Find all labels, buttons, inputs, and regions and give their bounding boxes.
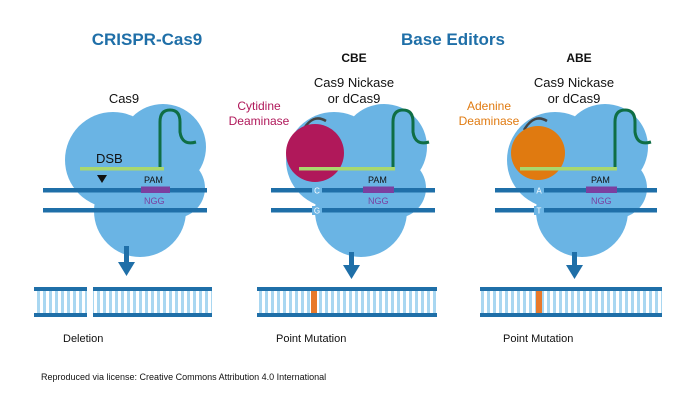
dna-top-strand — [495, 188, 657, 193]
cbe-nickase-line1: Cas9 Nickase — [314, 75, 394, 90]
base-a-label: A — [536, 187, 542, 196]
guide-rna — [158, 108, 197, 170]
guide-rna — [613, 108, 652, 170]
pam-bar — [586, 186, 617, 193]
cas9-nickase-protein — [507, 104, 648, 257]
abe-heading: ABE — [566, 51, 591, 65]
spacer-sequence — [520, 167, 617, 171]
abe-panel: Cas9 Nickase or dCas9 Adenine Deaminase … — [459, 75, 662, 345]
dna-top-strand — [43, 188, 207, 193]
ngg-label: NGG — [144, 196, 165, 206]
spacer-sequence — [299, 167, 395, 171]
dna-bottom-strand — [495, 208, 657, 213]
guide-rna — [391, 108, 430, 170]
adenine-line2: Deaminase — [459, 114, 520, 128]
base-a-box — [534, 186, 544, 195]
down-arrow-icon — [566, 252, 583, 279]
dna-top-strand — [271, 188, 435, 193]
cytidine-line1: Cytidine — [237, 99, 281, 113]
base-c-box — [312, 186, 322, 195]
dna-ladder-mutated — [257, 287, 437, 317]
adenine-line1: Adenine — [467, 99, 511, 113]
dna-ladder-cut — [34, 287, 212, 317]
base-editors-heading: Base Editors — [401, 30, 505, 49]
cas9-protein — [65, 104, 206, 257]
dsb-label: DSB — [96, 151, 123, 166]
down-arrow-icon — [118, 246, 135, 276]
pam-bar — [363, 186, 394, 193]
dna-ladder-mutated — [480, 287, 662, 317]
dsb-arrowhead-icon — [97, 175, 107, 183]
down-arrow-icon — [343, 252, 360, 279]
spacer-sequence — [80, 167, 164, 171]
point-mutation-cbe-label: Point Mutation — [276, 333, 346, 345]
license-footer: Reproduced via license: Creative Commons… — [41, 372, 326, 382]
abe-nickase-line2: or dCas9 — [548, 91, 601, 106]
deletion-label: Deletion — [63, 333, 103, 345]
crispr-cas9-panel: Cas9 DSB PAM NGG Deletion — [34, 91, 212, 345]
abe-nickase-line1: Cas9 Nickase — [534, 75, 614, 90]
ngg-label: NGG — [591, 196, 612, 206]
base-g-box — [312, 206, 322, 215]
pam-label: PAM — [591, 175, 610, 185]
cas9-label: Cas9 — [109, 91, 139, 106]
dna-bottom-strand — [43, 208, 207, 213]
mutation-mark — [536, 291, 542, 313]
ngg-label: NGG — [368, 196, 389, 206]
base-g-label: G — [314, 207, 320, 216]
cytidine-deaminase — [286, 124, 344, 182]
base-t-box — [534, 206, 544, 215]
cbe-heading: CBE — [341, 51, 366, 65]
adenine-deaminase — [511, 126, 565, 180]
pam-label: PAM — [368, 175, 387, 185]
dna-bottom-strand — [271, 208, 435, 213]
point-mutation-abe-label: Point Mutation — [503, 333, 573, 345]
base-t-label: T — [537, 207, 542, 216]
base-c-label: C — [314, 187, 320, 196]
cbe-nickase-line2: or dCas9 — [328, 91, 381, 106]
crispr-cas9-heading: CRISPR-Cas9 — [92, 30, 203, 49]
cbe-panel: Cas9 Nickase or dCas9 Cytidine Deaminase… — [229, 75, 437, 345]
mutation-mark — [311, 291, 317, 313]
pam-bar — [141, 186, 170, 193]
cytidine-line2: Deaminase — [229, 114, 290, 128]
linker — [522, 117, 548, 131]
pam-label: PAM — [144, 175, 163, 185]
